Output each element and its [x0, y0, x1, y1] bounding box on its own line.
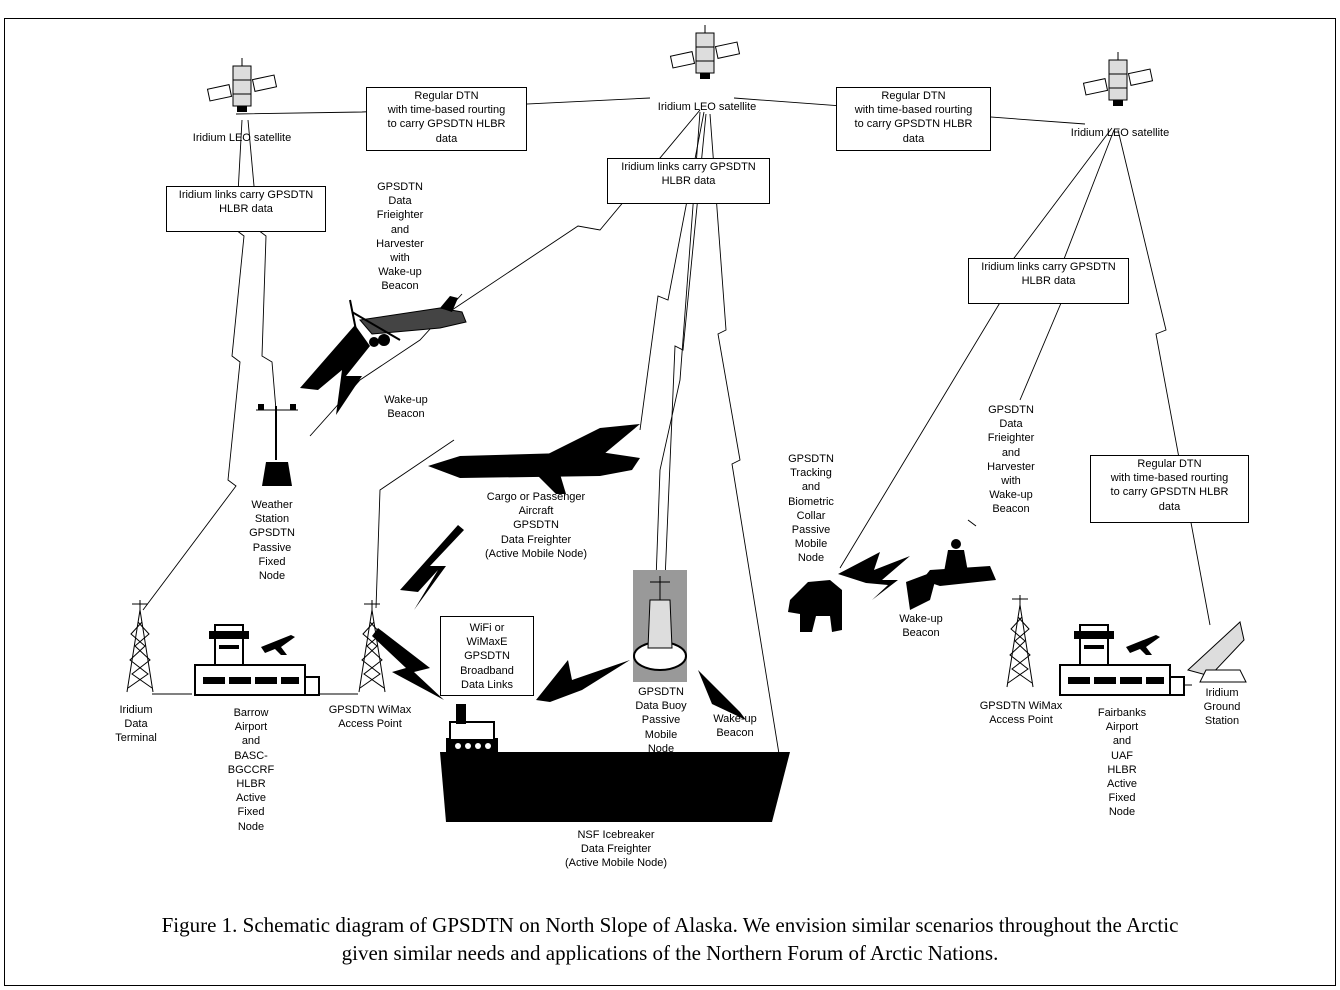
label-weather-station: Weather Station GPSDTN Passive Fixed Nod… [249, 499, 295, 583]
label-wimax-right: GPSDTN WiMax Access Point [979, 700, 1063, 727]
label-wimax-left: GPSDTN WiMax Access Point [328, 704, 412, 731]
figure-frame [4, 18, 1336, 986]
wimax-left-tower-icon [358, 599, 386, 693]
bear-icon [788, 580, 842, 632]
label-satellite-center: Iridium LEO satellite [657, 101, 757, 113]
box-dtn-right: Regular DTN with time-based rourting to … [836, 87, 991, 151]
label-barrow-airport: Barrow Airport and BASC- BGCCRF HLBR Act… [227, 707, 275, 833]
satellite-center-icon [669, 24, 741, 80]
box-wifi-links: WiFi or WiMaxE GPSDTN Broadband Data Lin… [440, 616, 534, 696]
fairbanks-airport-icon [1059, 624, 1185, 696]
label-fairbanks: Fairbanks Airport and UAF HLBR Active Fi… [1097, 707, 1147, 819]
cargo-aircraft-icon [428, 424, 640, 494]
label-aircraft-freighter: GPSDTN Data Frieighter and Harvester wit… [376, 181, 424, 293]
box-iridium-links-left: Iridium links carry GPSDTN HLBR data [166, 186, 326, 232]
figure-caption: Figure 1. Schematic diagram of GPSDTN on… [161, 913, 1179, 965]
ground-station-dish-icon [1186, 621, 1247, 683]
label-buoy: GPSDTN Data Buoy Passive Mobile Node [635, 686, 687, 755]
label-wakeup-beacon-1: Wake-up Beacon [384, 394, 428, 421]
weather-station-icon [256, 404, 298, 486]
satellite-left-icon [206, 57, 278, 113]
barrow-airport-icon [194, 624, 320, 696]
biplane-icon [349, 296, 467, 351]
label-wakeup-beacon-2: Wake-up Beacon [713, 713, 757, 740]
box-iridium-links-center: Iridium links carry GPSDTN HLBR data [607, 158, 770, 204]
label-cargo-aircraft: Cargo or Passenger Aircraft GPSDTN Data … [484, 491, 588, 560]
box-dtn-left: Regular DTN with time-based rourting to … [366, 87, 527, 151]
iridium-terminal-tower-icon [126, 599, 154, 693]
wireless-bolts [300, 325, 938, 720]
satellite-right-icon [1082, 51, 1154, 107]
label-ground-station: Iridium Ground Station [1203, 687, 1241, 728]
label-snowmobile-freighter: GPSDTN Data Frieighter and Harvester wit… [987, 404, 1035, 516]
box-iridium-links-right: Iridium links carry GPSDTN HLBR data [968, 258, 1129, 304]
label-wakeup-beacon-3: Wake-up Beacon [899, 613, 943, 640]
snowmobile-icon [922, 519, 996, 586]
label-satellite-right: Iridium LEO satellite [1070, 127, 1170, 139]
icebreaker-ship-icon [440, 704, 790, 822]
data-buoy-icon [633, 570, 687, 682]
box-dtn-ground: Regular DTN with time-based rourting to … [1090, 455, 1249, 523]
label-collar: GPSDTN Tracking and Biometric Collar Pas… [788, 453, 834, 565]
label-satellite-left: Iridium LEO satellite [192, 132, 292, 144]
wimax-right-tower-icon [1006, 594, 1034, 688]
label-icebreaker: NSF Icebreaker Data Freighter (Active Mo… [564, 829, 668, 870]
label-iridium-terminal: Iridium Data Terminal [115, 704, 157, 745]
